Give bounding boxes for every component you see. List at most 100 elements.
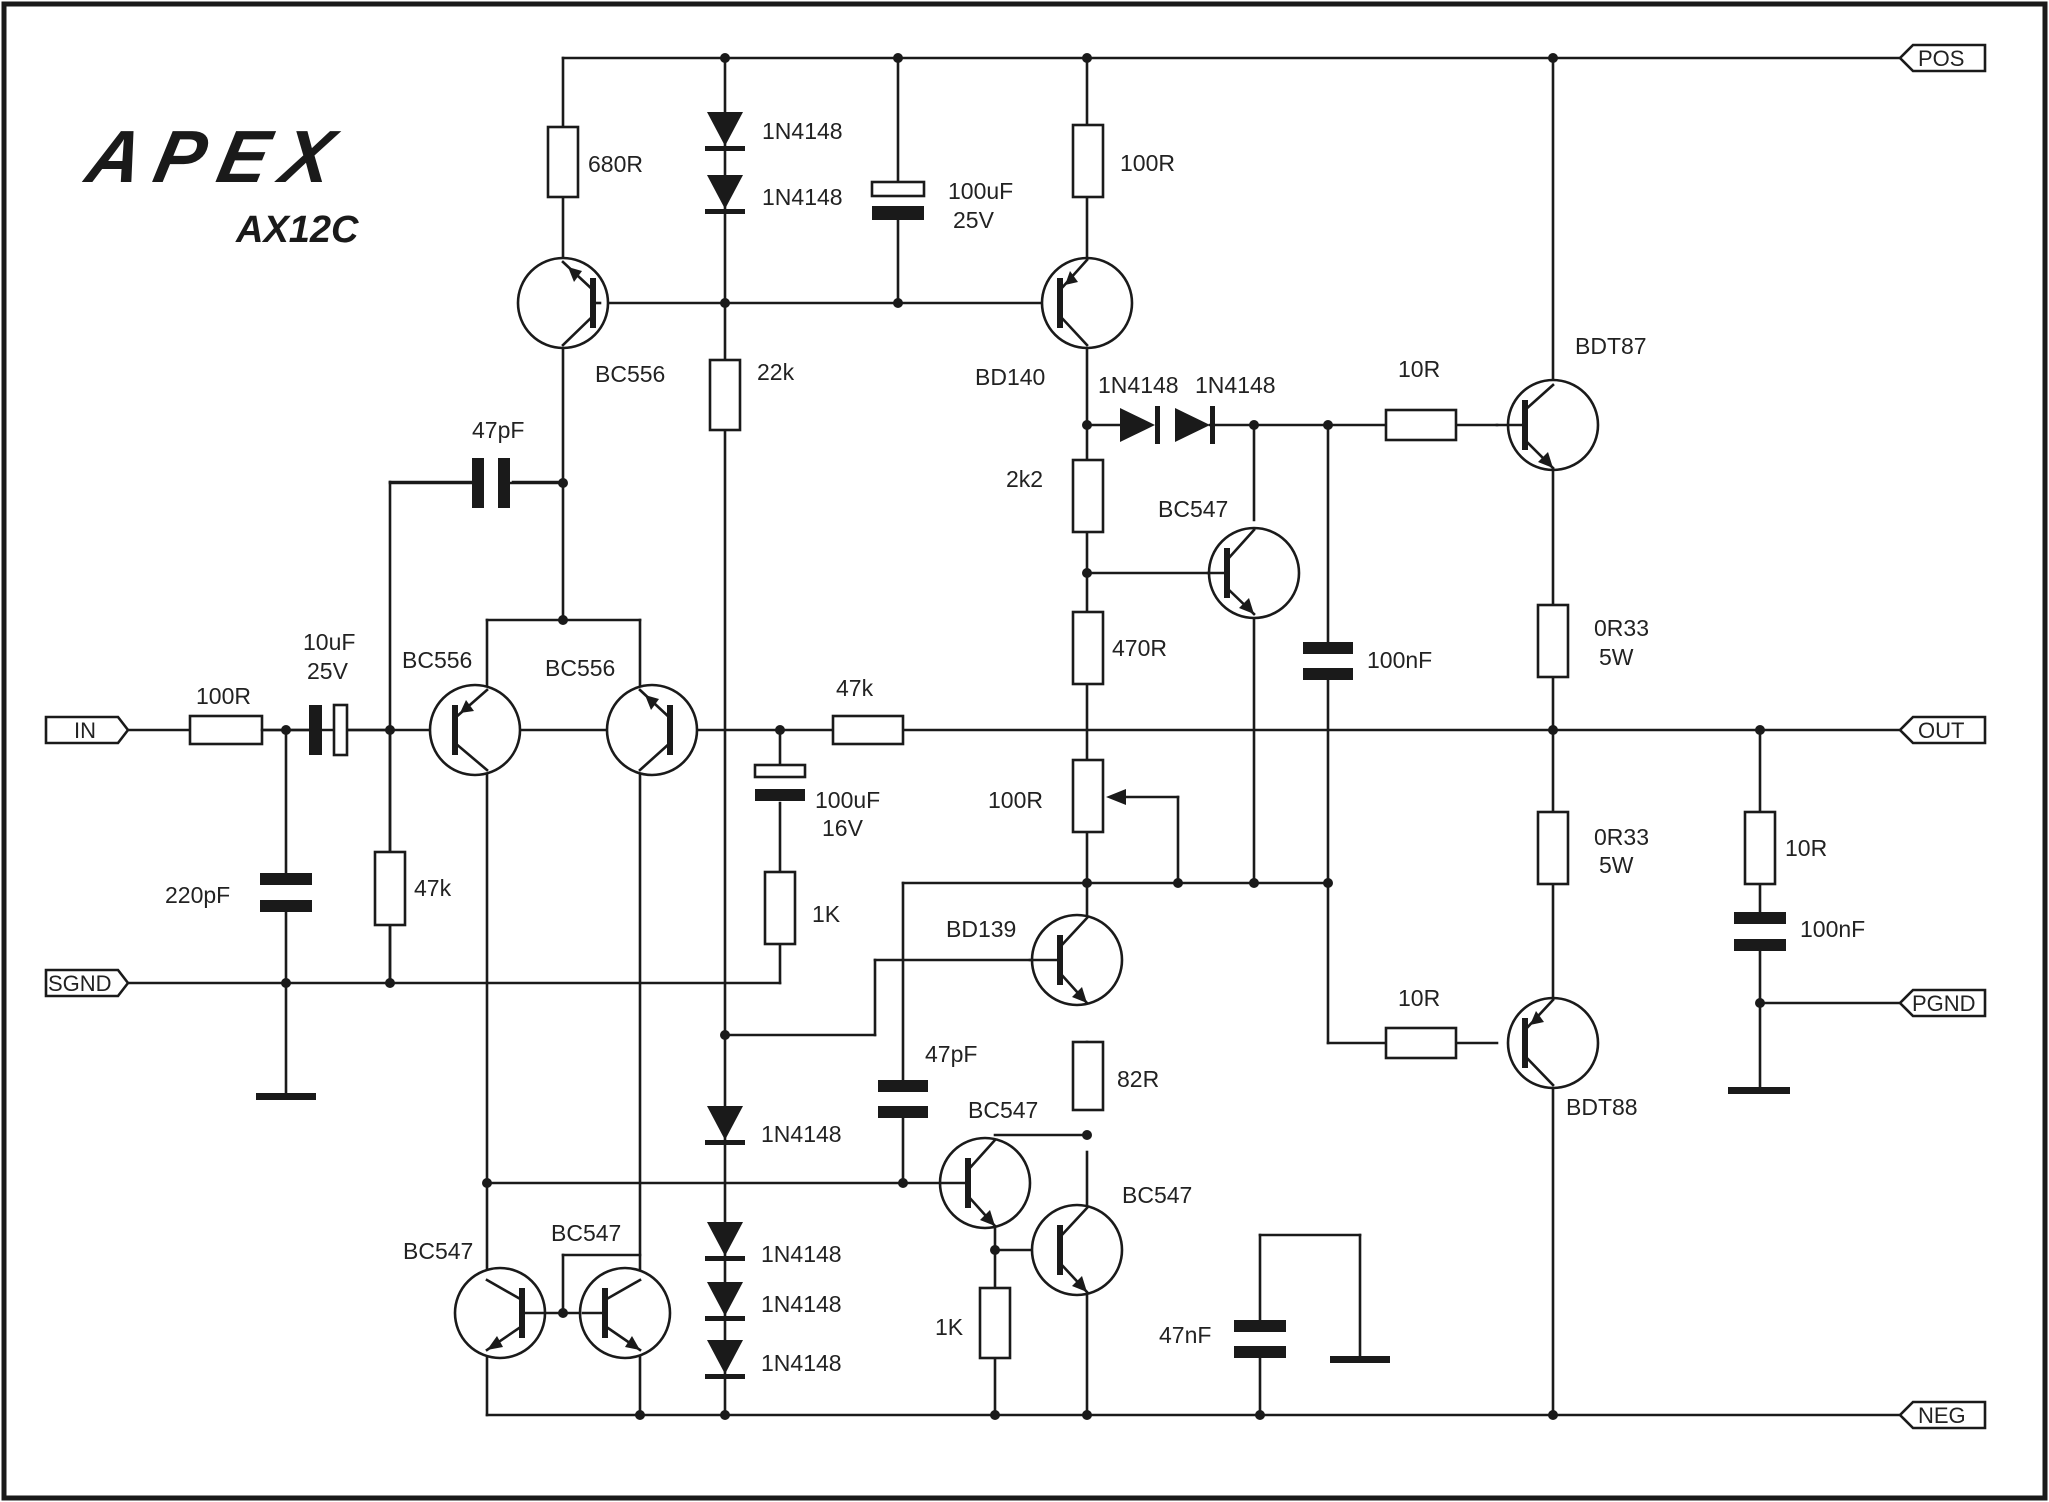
label-q-bc547-right: BC547 — [1122, 1182, 1192, 1208]
label-r10-bot: 10R — [1398, 985, 1440, 1011]
label-c100n-zobel: 100nF — [1800, 916, 1865, 942]
port-pgnd: PGND — [1898, 988, 1987, 1018]
resistor-10r-bot — [1384, 1026, 1458, 1060]
label-r47k-fb: 47k — [836, 675, 874, 701]
cap-100nf-zobel — [1734, 912, 1786, 951]
label-r0r33-top-val: 0R33 — [1594, 615, 1649, 641]
ground-input — [256, 1093, 316, 1100]
port-in: IN — [44, 715, 130, 745]
label-c-top-volt: 25V — [953, 207, 995, 233]
cap-100uf-16v — [753, 763, 807, 801]
port-neg: NEG — [1898, 1400, 1987, 1430]
cap-47pf-bot — [878, 1080, 928, 1118]
label-r47k-in: 47k — [414, 875, 452, 901]
transistor-bd139 — [1028, 913, 1124, 1007]
svg-text:OUT: OUT — [1918, 718, 1964, 743]
label-c220p: 220pF — [165, 882, 230, 908]
label-q-bd140: BD140 — [975, 364, 1045, 390]
resistor-1k-low — [978, 1286, 1012, 1360]
transistor-bdt87 — [1495, 378, 1600, 472]
junctions — [281, 53, 1765, 1420]
transistor-bc547-mirror-right — [578, 1266, 672, 1360]
brand-block: APEX AX12C — [78, 115, 359, 251]
resistor-47k-fb — [831, 714, 905, 746]
label-c10u-val: 10uF — [303, 629, 355, 655]
label-q-bc547-vbe: BC547 — [1158, 496, 1228, 522]
resistor-470r — [1071, 610, 1105, 686]
label-c100u-volt: 16V — [822, 815, 864, 841]
label-r470: 470R — [1112, 635, 1167, 661]
transistors — [428, 256, 1600, 1360]
model-name: AX12C — [235, 209, 359, 251]
label-r0r33-bot-watt: 5W — [1599, 852, 1634, 878]
label-d-top2: 1N4148 — [762, 184, 843, 210]
label-q-bdt87: BDT87 — [1575, 333, 1647, 359]
label-r680: 680R — [588, 151, 643, 177]
logo-apex: APEX — [78, 115, 355, 198]
grounds — [256, 1087, 1790, 1363]
label-r0r33-top-watt: 5W — [1599, 644, 1634, 670]
label-c-top-val: 100uF — [948, 178, 1013, 204]
label-c47p-bot: 47pF — [925, 1041, 977, 1067]
label-q-bc556-left: BC556 — [402, 647, 472, 673]
diode-low3 — [707, 1282, 743, 1316]
label-c100u-val: 100uF — [815, 787, 880, 813]
port-sgnd: SGND — [44, 968, 130, 998]
label-r-top-right: 100R — [1120, 150, 1175, 176]
ground-47nf — [1330, 1356, 1390, 1363]
resistors — [188, 123, 1777, 1360]
resistor-2k2 — [1071, 458, 1105, 534]
label-r10-zobel: 10R — [1785, 835, 1827, 861]
svg-text:PGND: PGND — [1912, 991, 1976, 1016]
diode-top2 — [707, 175, 743, 209]
transistor-bc547-vbe — [1206, 526, 1301, 620]
resistor-10r-top — [1384, 408, 1458, 442]
svg-text:SGND: SGND — [48, 971, 112, 996]
label-d-low4: 1N4148 — [761, 1350, 842, 1376]
label-d-low1: 1N4148 — [761, 1121, 842, 1147]
diode-bias1 — [1120, 408, 1155, 442]
potentiometer-100r — [1071, 758, 1105, 834]
label-c100n-mid: 100nF — [1367, 647, 1432, 673]
pot-wiper — [1106, 789, 1126, 805]
diode-low1 — [707, 1106, 743, 1140]
label-d-low3: 1N4148 — [761, 1291, 842, 1317]
transistor-bc556-left — [428, 683, 522, 777]
label-pot100: 100R — [988, 787, 1043, 813]
resistor-82r — [1071, 1040, 1105, 1112]
resistor-100r-in — [188, 714, 264, 746]
label-r22k: 22k — [757, 359, 795, 385]
transistor-bc556-top — [516, 256, 610, 350]
ground-zobel — [1728, 1087, 1790, 1094]
diodes — [705, 112, 1215, 1379]
label-r0r33-bot-val: 0R33 — [1594, 824, 1649, 850]
resistor-0r33-bot — [1536, 810, 1570, 886]
label-q-bc556-right: BC556 — [545, 655, 615, 681]
resistor-22k — [708, 358, 742, 432]
resistor-100r-top — [1071, 123, 1105, 199]
label-r2k2: 2k2 — [1006, 466, 1043, 492]
resistor-0r33-top — [1536, 603, 1570, 679]
label-c47p-top: 47pF — [472, 417, 524, 443]
label-q-bc547-mirror-right: BC547 — [551, 1220, 621, 1246]
cap-47pf-top — [388, 458, 565, 508]
label-q-bd139: BD139 — [946, 916, 1016, 942]
transistor-bd140 — [1040, 256, 1134, 350]
label-r1k-low: 1K — [935, 1314, 964, 1340]
label-d-low2: 1N4148 — [761, 1241, 842, 1267]
diode-bias2 — [1175, 408, 1210, 442]
diode-low4 — [707, 1340, 743, 1374]
transistor-bc547-mirror-left — [453, 1266, 567, 1360]
port-flags: POS OUT PGND NEG IN SGND — [44, 43, 1987, 1430]
cap-220pf — [260, 873, 312, 912]
diode-low2 — [707, 1222, 743, 1256]
cap-100uf-25v — [870, 180, 926, 220]
label-r1k-fb: 1K — [812, 901, 841, 927]
diode-top1 — [707, 112, 743, 146]
label-c47n: 47nF — [1159, 1322, 1211, 1348]
resistor-1k-fb — [763, 870, 797, 946]
resistor-680r — [546, 125, 580, 199]
component-labels: 680R 1N4148 1N4148 100uF 25V 100R BC556 … — [165, 118, 1865, 1376]
cap-47nf — [1234, 1320, 1286, 1358]
